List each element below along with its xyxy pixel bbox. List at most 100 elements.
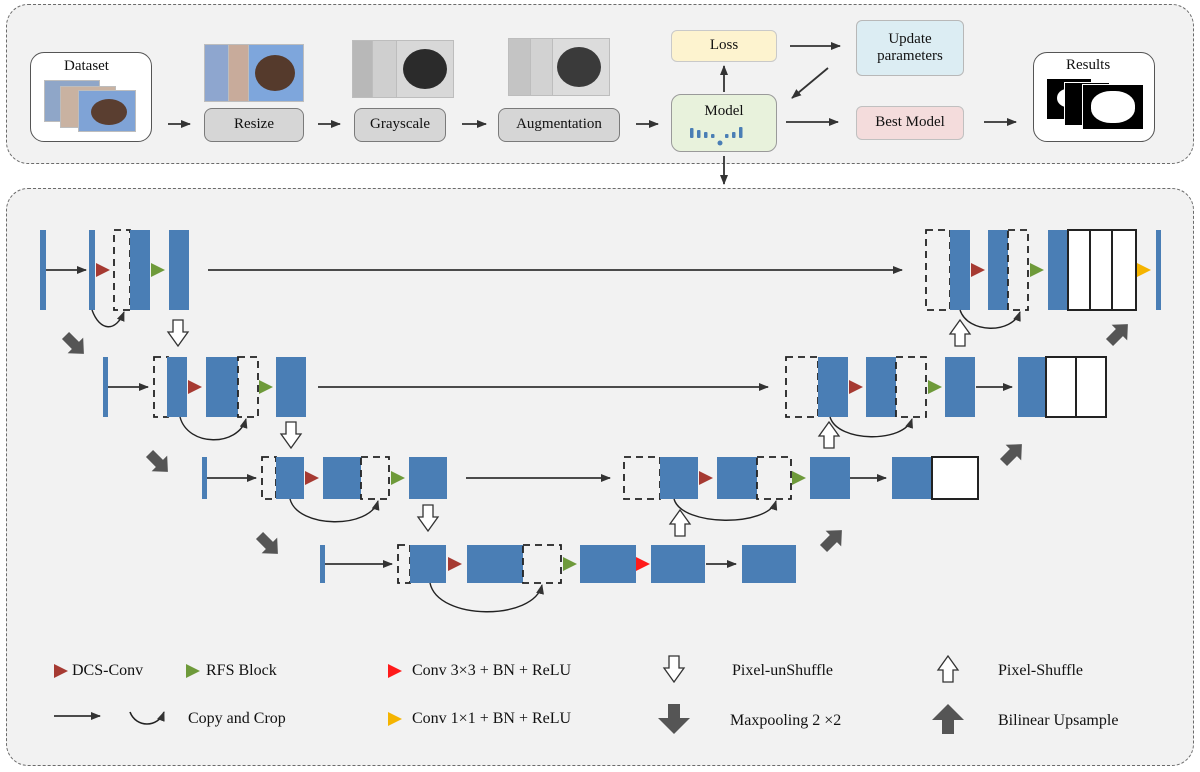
- model-bar-1: [697, 130, 701, 138]
- model-bar-4: [725, 134, 729, 138]
- dataset-label: Dataset: [64, 58, 109, 74]
- legend-bilinear-label: Bilinear Upsample: [998, 712, 1119, 729]
- enc1-block-a: [130, 230, 150, 310]
- enc2-maxpool-arrow-shape: [145, 449, 168, 472]
- enc3-copy-curve: [289, 498, 380, 523]
- bottleneck-upsample-arrow-shape: [819, 530, 842, 553]
- enc2-maxpool-arrow: [145, 449, 168, 472]
- enc3-maxpool-arrow-shape: [255, 531, 278, 554]
- enc1-bar: [89, 230, 95, 310]
- enc3-crop-b: [360, 456, 390, 500]
- dec2-block-b: [866, 357, 896, 417]
- dec1-block-b: [988, 230, 1008, 310]
- enc2-block-c: [276, 357, 306, 417]
- bottleneck-block-c: [580, 545, 636, 583]
- resize-step: Resize: [204, 108, 304, 142]
- model-bar-6: [739, 127, 743, 138]
- legend-rfs-block-label: RFS Block: [206, 662, 277, 679]
- dec2-crop-a: [785, 356, 819, 418]
- legend-pixel-unshuffle-label: Pixel-unShuffle: [732, 662, 834, 679]
- enc2-crop-b: [237, 356, 259, 418]
- enc3-dcs-conv-marker: [305, 471, 319, 485]
- dec2-copy-curve: [829, 416, 913, 438]
- dec1-rfs-marker: [1030, 263, 1044, 277]
- bottleneck-rfs-marker: [563, 557, 577, 571]
- dec1-block-c: [1048, 230, 1068, 310]
- dec3-block-a: [660, 457, 698, 499]
- bottleneck-input-bar: [320, 545, 325, 583]
- model-bar-3: [711, 134, 715, 138]
- legend-bilinear-icon: [932, 704, 964, 734]
- enc2-input-bar: [103, 357, 108, 417]
- legend-curve-arrow-icon: [129, 711, 165, 725]
- enc1-crop: [113, 229, 131, 311]
- enc1-block-b: [169, 230, 189, 310]
- bottleneck-upsample-arrow: [819, 530, 842, 553]
- enc3-block-b: [323, 457, 361, 499]
- bottleneck-block-a: [410, 545, 446, 583]
- dec2-dcs-conv-marker: [849, 380, 863, 394]
- bottleneck-copy-curve: [429, 582, 544, 613]
- legend-conv1-icon: [388, 712, 402, 726]
- dec2-block-c: [945, 357, 975, 417]
- enc1-maxpool-arrow-shape: [61, 331, 84, 354]
- legend-rfs-block-icon: [186, 664, 200, 678]
- dataset-image-3: [78, 90, 136, 132]
- dec3-upsample-arrow: [999, 444, 1022, 467]
- model-dot: [717, 140, 723, 146]
- bottleneck-block-d: [651, 545, 705, 583]
- dec3-empty-block: [931, 456, 979, 500]
- enc3-input-bar: [202, 457, 207, 499]
- results-label: Results: [1066, 57, 1111, 73]
- enc3-pixel-unshuffle: [416, 504, 440, 533]
- dec1-dcs-conv-marker: [971, 263, 985, 277]
- bottleneck-block-b: [467, 545, 523, 583]
- loss-box: Loss: [671, 30, 777, 62]
- model-box: Model: [671, 94, 777, 152]
- update-parameters-box: Update parameters: [856, 20, 964, 76]
- model-bar-0: [690, 128, 694, 138]
- enc1-pixel-unshuffle: [166, 319, 190, 348]
- enc2-block-a: [167, 357, 187, 417]
- enc1-maxpool-arrow: [61, 331, 84, 354]
- dec1-copy-curve: [959, 309, 1021, 329]
- bottleneck-block-e: [742, 545, 796, 583]
- model-bar-5: [732, 132, 736, 138]
- legend-dcs-conv-label: DCS-Conv: [72, 662, 144, 679]
- enc1-input-bar: [40, 230, 46, 310]
- legend-maxpool-icon: [658, 704, 690, 734]
- dec2-pixel-shuffle: [817, 420, 841, 449]
- enc3-block-a: [276, 457, 304, 499]
- dec1-empty-block-c: [1111, 229, 1137, 311]
- enc3-crop-a: [261, 456, 277, 500]
- enc3-rfs-marker: [391, 471, 405, 485]
- dec3-upsample-arrow-shape: [999, 444, 1022, 467]
- enc1-dcs-conv-marker: [96, 263, 110, 277]
- dec2-upsample-arrow-shape: [1105, 324, 1128, 347]
- best-model-box: Best Model: [856, 106, 964, 140]
- dec2-upsample-arrow: [1105, 324, 1128, 347]
- dec1-crop-b: [1007, 229, 1029, 311]
- dec2-empty-block-b: [1075, 356, 1107, 418]
- grayscale-step: Grayscale: [354, 108, 446, 142]
- dec1-crop-a: [925, 229, 951, 311]
- legend-pixel-shuffle-icon: [936, 654, 960, 683]
- bottleneck-conv3-marker: [636, 557, 650, 571]
- dec2-crop-b: [895, 356, 927, 418]
- enc3-maxpool-arrow: [255, 531, 278, 554]
- dec1-empty-block-b: [1089, 229, 1113, 311]
- dec1-block-a: [950, 230, 970, 310]
- model-bar-2: [704, 132, 708, 138]
- legend-maxpool-label: Maxpooling 2 ×2: [730, 712, 842, 729]
- enc2-copy-curve: [179, 416, 248, 441]
- enc2-crop-a: [153, 356, 169, 418]
- dec3-copy-curve: [673, 498, 778, 521]
- enc2-pixel-unshuffle: [279, 421, 303, 450]
- dec3-dcs-conv-marker: [699, 471, 713, 485]
- enc3-block-c: [409, 457, 447, 499]
- legend-dcs-conv-icon: [54, 664, 68, 678]
- dec3-crop-a: [623, 456, 661, 500]
- dec2-rfs-marker: [928, 380, 942, 394]
- dec3-pixel-shuffle: [668, 508, 692, 537]
